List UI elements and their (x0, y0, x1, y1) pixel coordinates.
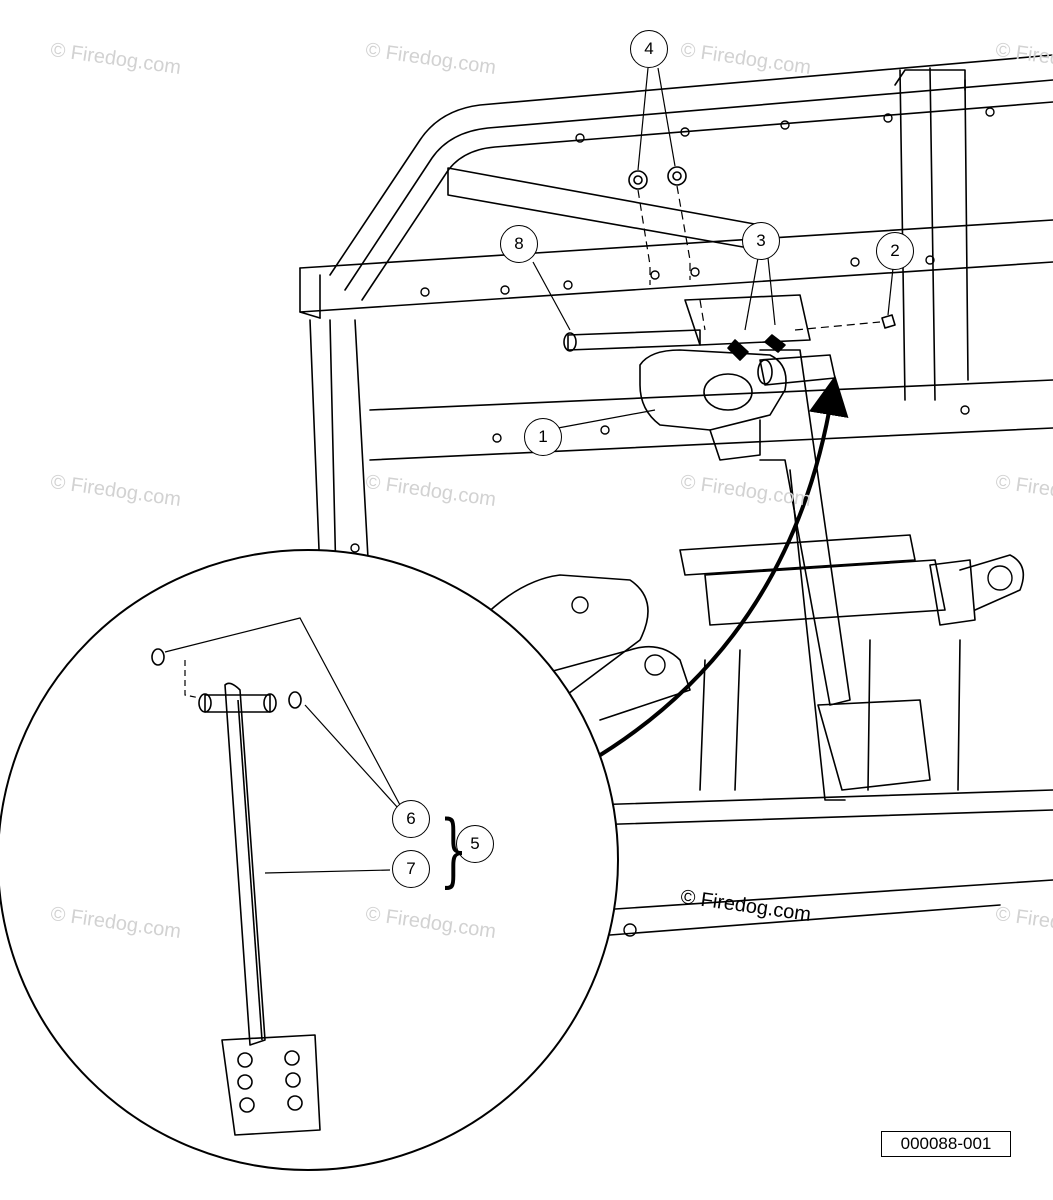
leader-lines (532, 67, 894, 429)
frame-front-tube-end (299, 267, 321, 319)
washer-right-inner (672, 171, 682, 181)
pivot-bolt (567, 329, 701, 351)
frame-bottom-rail (599, 879, 1053, 911)
callout-3: 3 (742, 222, 780, 260)
lower-web-2 (734, 649, 741, 791)
suspension-arm (479, 574, 649, 701)
washer-left-inner (633, 175, 643, 185)
frame-right-post-c (964, 79, 969, 381)
grouping-brace: } (439, 803, 468, 896)
inset-pedal-arm (224, 682, 266, 1046)
frame-middle-bar-bottom (369, 427, 1053, 461)
right-arm (959, 554, 1025, 611)
frame-bottom-rail-2 (609, 904, 1001, 936)
pivot-bracket-hole (703, 373, 753, 411)
figure-id-label: 000088-001 (881, 1131, 1011, 1157)
frame-outer-rail-lower (361, 101, 1053, 301)
frame-left-post-inner (329, 319, 337, 581)
callout-7: 7 (392, 850, 430, 888)
inset-pivot-tube-end (198, 693, 212, 713)
callout-arrow (574, 375, 849, 772)
nut (881, 314, 896, 329)
pedal-arm-vehicle (759, 349, 851, 706)
bushing-right (764, 334, 786, 353)
frame-cross-member (447, 167, 761, 251)
alignment-lines (637, 185, 881, 331)
lower-web-4 (957, 639, 961, 791)
frame-left-post (309, 319, 321, 576)
callout-6: 6 (392, 800, 430, 838)
lower-web-1 (699, 659, 706, 791)
callout-1: 1 (524, 418, 562, 456)
pedal-arm-vehicle-2 (789, 469, 846, 801)
right-bracket (929, 559, 976, 626)
inset-bushing-right (288, 691, 302, 709)
inset-pivot-tube-end-2 (263, 693, 277, 713)
inset-pedal-arm-edge (237, 699, 263, 1041)
frame-holes (350, 107, 1013, 937)
pedal-pad-vehicle (817, 699, 931, 791)
frame-lower-rail-2 (589, 809, 1053, 826)
bushing-left (727, 339, 749, 361)
frame-lower-rail (589, 789, 1053, 806)
pivot-bolt-head (563, 332, 577, 352)
washer-right (667, 166, 687, 186)
inset-detail-circle (0, 549, 619, 1171)
inset-leader-lines (164, 617, 401, 874)
callout-5: 5 (456, 825, 494, 863)
seat-support (679, 534, 916, 576)
inset-pedal (151, 648, 321, 1136)
frame-outer-rail-inner (344, 79, 1053, 291)
callout-4: 4 (630, 30, 668, 68)
frame-middle-bar-top (369, 379, 1053, 411)
pivot-bracket-tab (709, 419, 761, 461)
frame-outer-rail (329, 54, 1053, 276)
inset-bushing-left (151, 648, 165, 666)
frame-front-tube-bottom (299, 261, 1053, 313)
callout-8: 8 (500, 225, 538, 263)
washer-left (628, 170, 648, 190)
frame-top-bracket (894, 69, 966, 91)
frame-right-post-b (929, 67, 936, 401)
inset-pedal-pad (221, 1034, 321, 1136)
callout-2: 2 (876, 232, 914, 270)
seat-support-2 (704, 559, 946, 626)
pivot-bracket (639, 349, 787, 431)
lower-web-3 (867, 639, 871, 791)
frame-left-post-back (354, 319, 371, 596)
suspension-arm-2 (519, 645, 691, 721)
frame-front-tube-top (299, 219, 1053, 269)
spacer-tube-end (757, 359, 773, 385)
